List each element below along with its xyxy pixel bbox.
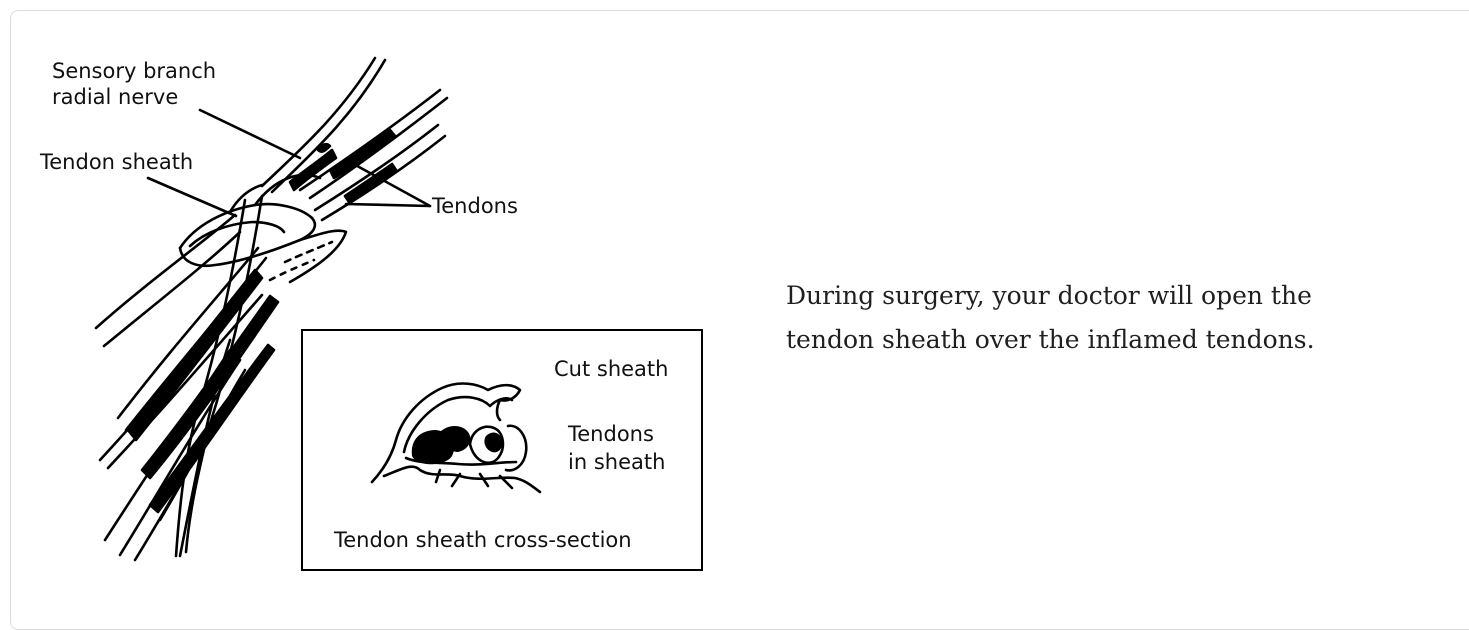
wrist-tendon-illustration: Sensory branch radial nerve Tendon sheat… (0, 0, 760, 615)
label-cut-sheath: Cut sheath (554, 357, 668, 381)
label-sensory-branch-line1: Sensory branch (52, 59, 216, 83)
label-tendons-in-sheath-line2: in sheath (568, 450, 665, 474)
label-tendons: Tendons (431, 194, 518, 218)
label-sensory-branch-line2: radial nerve (52, 85, 178, 109)
cross-section-inset: Cut sheath Tendons in sheath Tendon shea… (302, 330, 702, 570)
label-tendons-in-sheath-line1: Tendons (567, 422, 654, 446)
inset-title: Tendon sheath cross-section (333, 528, 632, 552)
caption-text: During surgery, your doctor will open th… (786, 274, 1406, 362)
caption-line-1: During surgery, your doctor will open th… (786, 281, 1312, 310)
caption-line-2: tendon sheath over the inflamed tendons. (786, 325, 1315, 354)
label-tendon-sheath: Tendon sheath (39, 150, 193, 174)
